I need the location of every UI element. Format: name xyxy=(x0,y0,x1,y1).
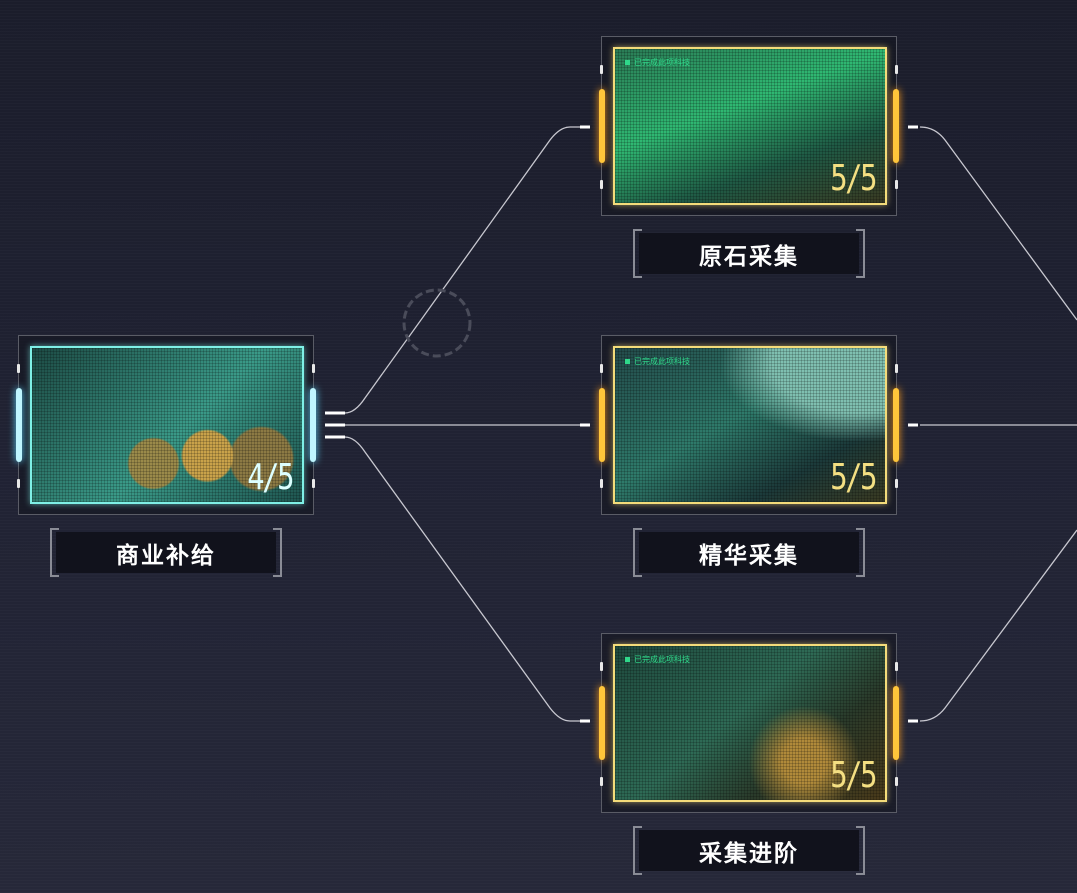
completed-text: 已完成此项科技 xyxy=(625,356,690,367)
hex-ring-decoration xyxy=(402,288,472,358)
tech-image-ore: 已完成此项科技 5/5 xyxy=(613,47,887,205)
progress-count: 4/5 xyxy=(247,457,294,498)
tech-label-commerce: 商业补给 xyxy=(50,528,282,577)
tech-label-essence: 精华采集 xyxy=(633,528,865,577)
glow-bar-right xyxy=(310,388,316,462)
link-commerce-ore xyxy=(344,126,590,414)
link-advanced-next xyxy=(919,529,1077,722)
tech-image-advanced: 已完成此项科技 5/5 xyxy=(613,644,887,802)
link-ore-next xyxy=(919,126,1077,321)
progress-count: 5/5 xyxy=(830,158,877,199)
completed-text: 已完成此项科技 xyxy=(625,57,690,68)
tech-card-advanced[interactable]: 已完成此项科技 5/5 xyxy=(599,633,899,813)
completed-text: 已完成此项科技 xyxy=(625,654,690,665)
tech-image-commerce: 4/5 xyxy=(30,346,304,504)
tech-label-advanced: 采集进阶 xyxy=(633,826,865,875)
tech-label-ore: 原石采集 xyxy=(633,229,865,278)
progress-count: 5/5 xyxy=(830,755,877,796)
tech-card-essence[interactable]: 已完成此项科技 5/5 xyxy=(599,335,899,515)
progress-count: 5/5 xyxy=(830,457,877,498)
link-commerce-advanced xyxy=(344,436,590,722)
glow-bar-left xyxy=(16,388,22,462)
tech-card-commerce[interactable]: 4/5 xyxy=(16,335,316,515)
tech-card-ore[interactable]: 已完成此项科技 5/5 xyxy=(599,36,899,216)
tech-image-essence: 已完成此项科技 5/5 xyxy=(613,346,887,504)
